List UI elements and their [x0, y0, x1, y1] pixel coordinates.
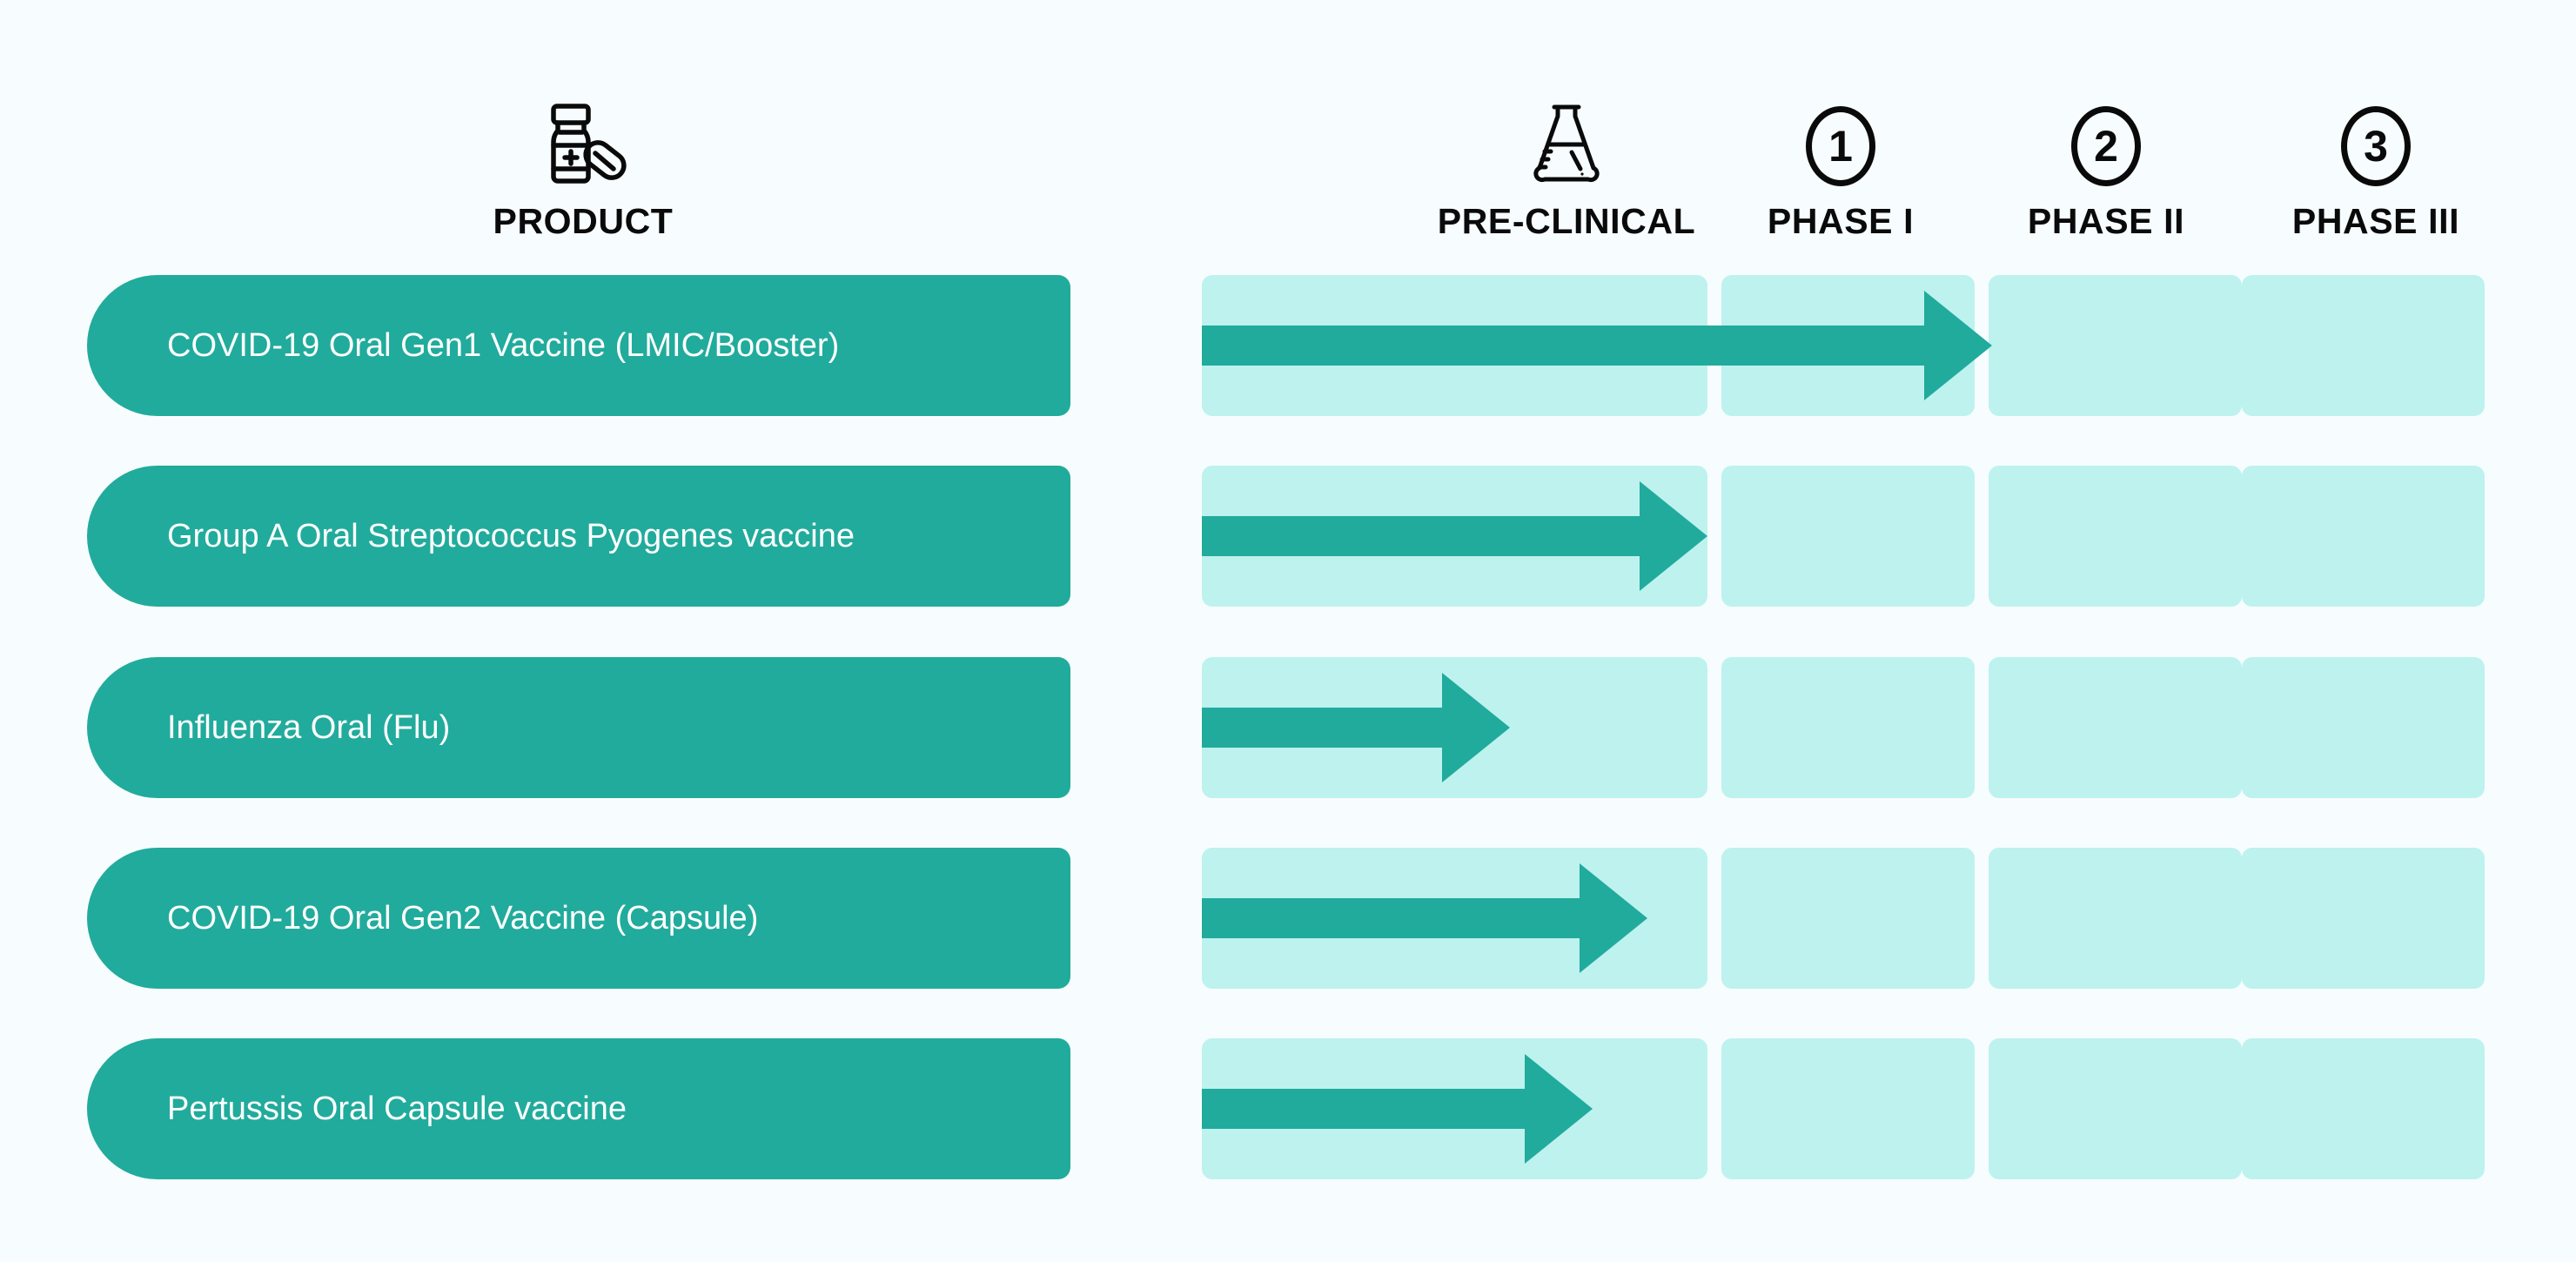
header-label-preclinical: PRE-CLINICAL	[1437, 201, 1696, 241]
product-pill[interactable]: Influenza Oral (Flu)	[87, 657, 1070, 798]
product-pill[interactable]: Group A Oral Streptococcus Pyogenes vacc…	[87, 466, 1070, 607]
stage-cell-phase-2[interactable]	[1989, 848, 2242, 989]
header-label-phase-2: PHASE II	[2027, 201, 2185, 241]
product-name: COVID-19 Oral Gen1 Vaccine (LMIC/Booster…	[167, 326, 840, 364]
stage-cell-phase-3[interactable]	[2242, 657, 2485, 798]
product-pill[interactable]: COVID-19 Oral Gen2 Vaccine (Capsule)	[87, 848, 1070, 989]
phase-number-circle-3: 3	[2341, 106, 2411, 186]
stage-cell-phase-2[interactable]	[1989, 275, 2242, 416]
stage-cell-preclinical[interactable]	[1202, 657, 1707, 798]
erlenmeyer-flask-icon	[1533, 103, 1600, 186]
stage-cell-phase-1[interactable]	[1721, 657, 1975, 798]
product-pill[interactable]: Pertussis Oral Capsule vaccine	[87, 1038, 1070, 1179]
stage-cell-preclinical[interactable]	[1202, 1038, 1707, 1179]
stage-cell-phase-3[interactable]	[2242, 1038, 2485, 1179]
stage-cell-preclinical[interactable]	[1202, 466, 1707, 607]
pipeline-row: Group A Oral Streptococcus Pyogenes vacc…	[0, 466, 2576, 607]
pipeline-row: Pertussis Oral Capsule vaccine	[0, 1038, 2576, 1179]
phase-number-circle-2: 2	[2071, 106, 2141, 186]
stage-cell-phase-3[interactable]	[2242, 466, 2485, 607]
stage-cell-phase-2[interactable]	[1989, 657, 2242, 798]
phase-number-circle-1: 1	[1806, 106, 1875, 186]
stage-cell-phase-2[interactable]	[1989, 466, 2242, 607]
stage-cell-phase-1[interactable]	[1721, 848, 1975, 989]
stage-cell-phase-1[interactable]	[1721, 466, 1975, 607]
pipeline-row: COVID-19 Oral Gen2 Vaccine (Capsule)	[0, 848, 2576, 989]
stage-cell-phase-2[interactable]	[1989, 1038, 2242, 1179]
header-label-product: PRODUCT	[493, 201, 674, 241]
product-pill[interactable]: COVID-19 Oral Gen1 Vaccine (LMIC/Booster…	[87, 275, 1070, 416]
pipeline-row: COVID-19 Oral Gen1 Vaccine (LMIC/Booster…	[0, 275, 2576, 416]
pipeline-header: PRODUCT PRE-CLINICAL 1 PHASE I	[0, 0, 2576, 252]
product-name: Influenza Oral (Flu)	[167, 708, 451, 746]
header-label-phase-1: PHASE I	[1767, 201, 1915, 241]
pipeline-row: Influenza Oral (Flu)	[0, 657, 2576, 798]
stage-cell-phase-1[interactable]	[1721, 275, 1975, 416]
stage-cell-preclinical[interactable]	[1202, 848, 1707, 989]
stage-cell-phase-3[interactable]	[2242, 848, 2485, 989]
stage-cell-phase-3[interactable]	[2242, 275, 2485, 416]
header-column-product: PRODUCT	[400, 17, 766, 239]
header-column-phase-2: 2 PHASE II	[1993, 17, 2219, 239]
product-name: Pertussis Oral Capsule vaccine	[167, 1090, 627, 1127]
stage-cell-preclinical[interactable]	[1202, 275, 1707, 416]
product-name: COVID-19 Oral Gen2 Vaccine (Capsule)	[167, 899, 759, 936]
header-column-phase-3: 3 PHASE III	[2245, 17, 2506, 239]
header-label-phase-3: PHASE III	[2291, 201, 2460, 241]
stage-cell-phase-1[interactable]	[1721, 1038, 1975, 1179]
header-column-phase-1: 1 PHASE I	[1727, 17, 1954, 239]
product-name: Group A Oral Streptococcus Pyogenes vacc…	[167, 517, 855, 554]
vaccine-bottle-pills-icon	[535, 103, 631, 186]
header-column-preclinical: PRE-CLINICAL	[1366, 17, 1767, 239]
